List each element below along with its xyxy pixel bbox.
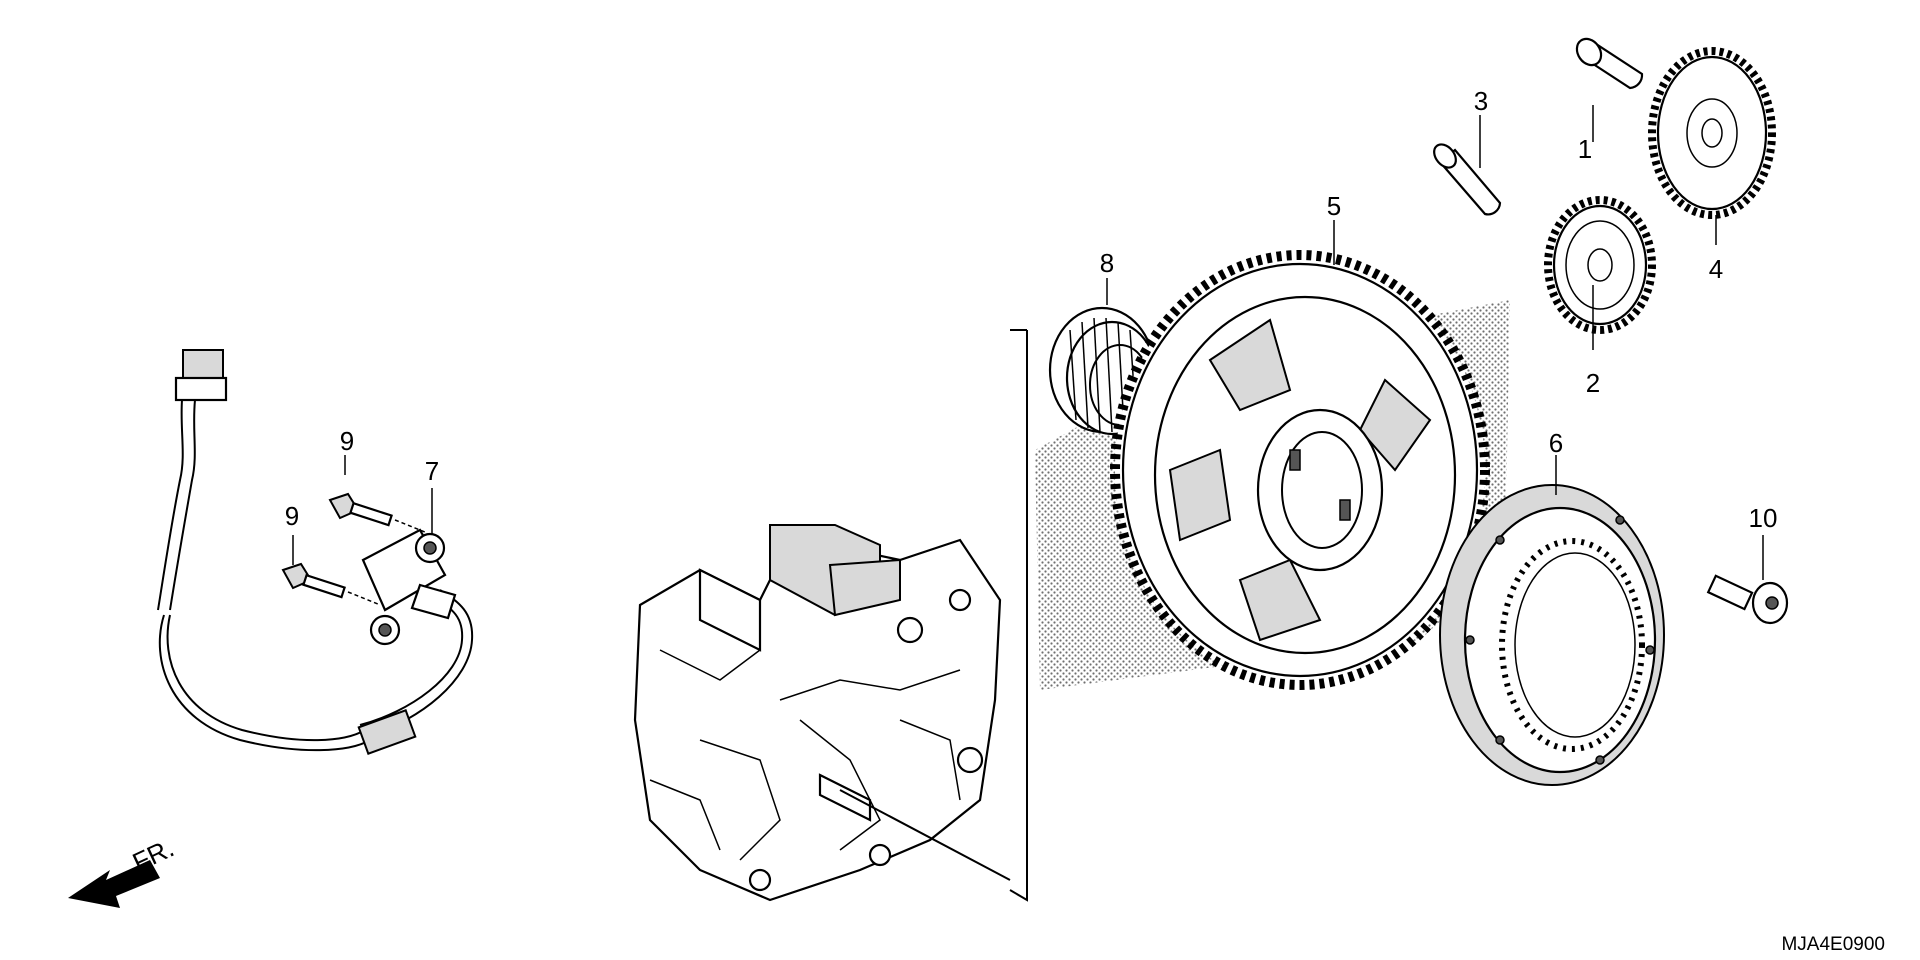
socket-bolt (1706, 574, 1789, 625)
idle-gear-pin (1575, 37, 1644, 90)
callout-9-upper: 9 (340, 426, 354, 456)
front-direction-arrow: FR. (68, 833, 179, 908)
bolt-lower (281, 562, 379, 605)
bolt-upper (328, 492, 426, 533)
callout-1: 1 (1578, 134, 1592, 164)
assembly-group-line (1009, 330, 1028, 902)
reduction-gear-shaft (1433, 143, 1502, 216)
callout-8: 8 (1100, 248, 1114, 278)
starter-idle-gear (1648, 47, 1776, 219)
callout-4: 4 (1709, 254, 1723, 284)
engine-crankcase (633, 524, 1011, 902)
sensor-harness-assembly (157, 349, 474, 755)
callout-5: 5 (1327, 191, 1341, 221)
starter-reduction-gear (1544, 196, 1656, 334)
speed-sensor-body (410, 583, 457, 620)
callout-3: 3 (1474, 86, 1488, 116)
starter-driven-gear (1110, 250, 1490, 690)
wire-grommet (357, 709, 417, 755)
callout-9-lower: 9 (285, 501, 299, 531)
connector-clip (174, 376, 228, 402)
diagram-code: MJA4E0900 (1781, 934, 1885, 955)
starter-one-way-clutch (1439, 484, 1665, 786)
callout-7: 7 (425, 456, 439, 486)
callout-10: 10 (1749, 503, 1778, 533)
harness-wire-upper (169, 399, 196, 611)
leader-lines (1106, 105, 1764, 580)
callout-labels: 1 2 3 4 5 6 7 8 9 9 10 (285, 86, 1778, 533)
callout-6: 6 (1549, 428, 1563, 458)
callout-2: 2 (1586, 368, 1600, 398)
